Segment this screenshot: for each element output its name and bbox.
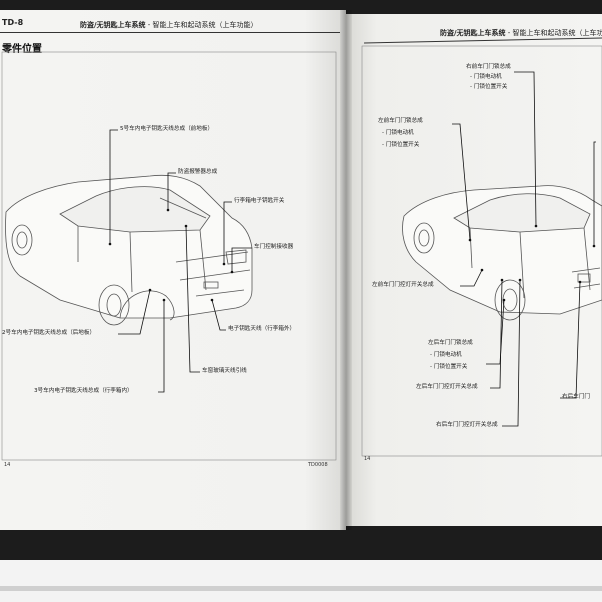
diagram-layer [1,45,602,461]
left-header-subtitle: - 智能上车和起动系统（上车功能） [147,21,258,29]
left-header-rule [0,32,340,33]
right-page-header: 防盗/无钥匙上车系统 - 智能上车和起动系统（上车功能） [440,28,602,38]
label-lr-lamp: 左后车门门控灯开关总成 [416,384,478,390]
right-car-illustration [402,185,602,321]
label-rf-motor: - 门锁电动机 [470,74,502,80]
left-car-illustration [5,174,253,326]
label-lf-lock: 左前车门门锁总成 [378,118,423,124]
label-antenna-trunk: 电子钥匙天线（行李箱外） [228,326,296,332]
left-page-frame [1,51,337,461]
left-leader-dots [108,208,234,302]
label-rf-switch: - 门锁位置开关 [470,84,508,90]
label-lr-motor: - 门锁电动机 [430,352,462,358]
right-page-number: 14 [364,456,371,462]
left-header-title: 防盗/无钥匙上车系统 [80,21,146,29]
right-header-title: 防盗/无钥匙上车系统 [440,29,506,37]
label-antenna3: 3号车内电子钥匙天线总成（行李箱内） [34,388,133,394]
label-rr-lock: 右后车门门 [562,394,590,400]
right-leader-lines [452,71,596,427]
left-page-header: 防盗/无钥匙上车系统 - 智能上车和起动系统（上车功能） [80,20,258,30]
label-door-ecu: 车门控制接收器 [254,244,294,250]
left-page-number: 14 [4,462,11,468]
label-lf-motor: - 门锁电动机 [382,130,414,136]
label-lr-lock: 左后车门门锁总成 [428,340,473,346]
left-leader-lines [109,129,252,393]
label-lf-switch: - 门锁位置开关 [382,142,420,148]
label-lr-switch: - 门锁位置开关 [430,364,468,370]
book-spine [340,10,352,530]
bottom-strip [0,586,602,591]
label-window-lead: 车窗玻璃天线引线 [202,368,247,374]
label-rr-lamp: 右后车门门控灯开关总成 [436,422,498,428]
label-lf-lamp: 左前车门门控灯开关总成 [372,282,434,288]
label-buzzer: 防盗报警器总成 [178,169,218,175]
right-header-subtitle: - 智能上车和起动系统（上车功能） [507,29,602,37]
label-antenna2: 2号车内电子钥匙天线总成（后地板） [2,330,96,336]
section-title: 零件位置 [2,44,42,55]
right-leader-dots [468,224,596,302]
left-page-code-footer: TD0008 [308,462,328,468]
left-page-code: TD-8 [2,18,24,27]
right-page-frame [361,45,602,457]
label-trunk-switch: 行李箱电子钥匙开关 [234,198,285,204]
label-rf-lock: 右前车门门锁总成 [466,64,511,70]
label-antenna5: 5号车内电子钥匙天线总成（前地板） [120,126,214,132]
photo-background: TD-8 防盗/无钥匙上车系统 - 智能上车和起动系统（上车功能） 零件位置 防… [0,0,602,560]
